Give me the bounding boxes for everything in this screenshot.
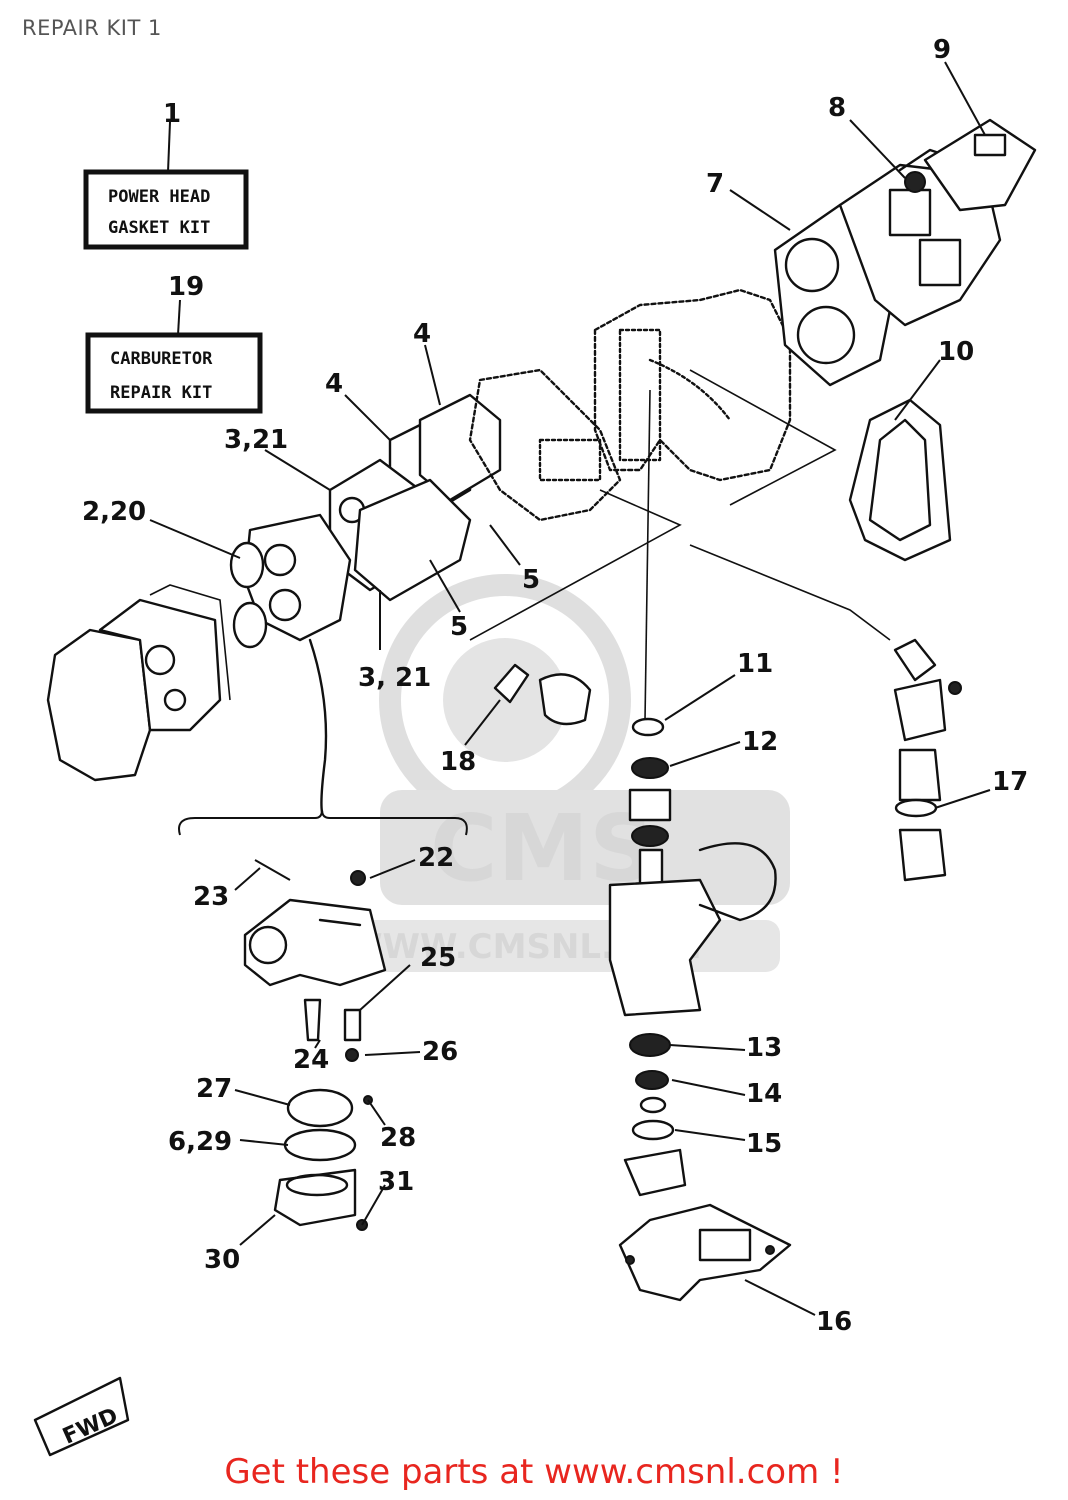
callout-label: 24	[293, 1045, 329, 1075]
thermostat-cover	[243, 898, 387, 987]
callout-label: 1	[163, 99, 181, 129]
kit-box-line1: POWER HEAD	[108, 187, 210, 207]
small-parts	[254, 859, 366, 1062]
callout-label: 5	[450, 612, 468, 642]
cylinder-block-sketch	[593, 288, 792, 482]
head-cover	[904, 118, 1037, 212]
callout-label: 3, 21	[358, 663, 431, 693]
callout-label: 3,21	[224, 425, 288, 455]
callout-label: 11	[737, 649, 773, 679]
callout-label: 19	[168, 272, 204, 302]
callout-label: 23	[193, 882, 229, 912]
callout-label: 18	[440, 747, 476, 777]
callout-label: 22	[418, 843, 454, 873]
kit-box-line2: GASKET KIT	[108, 218, 210, 238]
forward-direction-tag: FWD	[33, 1376, 130, 1457]
power-head-gasket-kit-box: POWER HEAD GASKET KIT	[83, 121, 249, 250]
callout-label: 4	[325, 369, 343, 399]
callout-leaders	[149, 61, 991, 1316]
callout-label: 4	[413, 319, 431, 349]
lower-gasket	[618, 1203, 792, 1302]
water-pump-housing	[273, 1088, 373, 1231]
callout-label: 12	[742, 727, 778, 757]
callout-label: 9	[933, 35, 951, 65]
callout-label: 8	[828, 93, 846, 123]
callout-label: 25	[420, 943, 456, 973]
kit-box-line2: REPAIR KIT	[110, 383, 212, 403]
callout-label: 6,29	[168, 1127, 232, 1157]
fuel-pump-diaphragm	[493, 663, 592, 726]
carburetor-gaskets	[229, 541, 268, 649]
callout-label: 16	[816, 1307, 852, 1337]
callout-label: 30	[204, 1245, 240, 1275]
callout-numbers: 1 19 9 8 7 10 4 4 3,21 2,20 5 5 3, 21 18…	[82, 35, 1028, 1337]
callout-label: 26	[422, 1037, 458, 1067]
callout-label: 27	[196, 1074, 232, 1104]
crankshaft-assembly	[608, 717, 777, 1197]
carburetor-repair-kit-box: CARBURETOR REPAIR KIT	[85, 299, 263, 414]
exhaust-cover-gasket	[848, 398, 952, 562]
fuel-line	[308, 638, 328, 814]
reed-valve-plates	[328, 393, 502, 602]
page-title: REPAIR KIT 1	[22, 16, 162, 40]
callout-label: 7	[706, 169, 724, 199]
cms-watermark: CMS WWW.CMSNL.COM	[330, 574, 790, 972]
kit-box-line1: CARBURETOR	[110, 349, 213, 369]
callout-label: 5	[522, 565, 540, 595]
footer-cta-link[interactable]: Get these parts at www.cmsnl.com !	[224, 1452, 844, 1492]
callout-label: 17	[992, 767, 1028, 797]
crankcase-sketch	[468, 368, 622, 522]
silencer-cover	[46, 584, 231, 782]
guide-lines	[469, 369, 891, 721]
callout-label: 14	[746, 1079, 782, 1109]
callout-label: 2,20	[82, 497, 146, 527]
callout-label: 15	[746, 1129, 782, 1159]
lower-bracket	[178, 809, 468, 836]
callout-label: 10	[938, 337, 974, 367]
callout-label: 28	[380, 1123, 416, 1153]
fuel-filter-assembly	[893, 638, 962, 882]
callout-label: 31	[378, 1167, 414, 1197]
intake-manifold	[243, 513, 352, 642]
callout-label: 13	[746, 1033, 782, 1063]
